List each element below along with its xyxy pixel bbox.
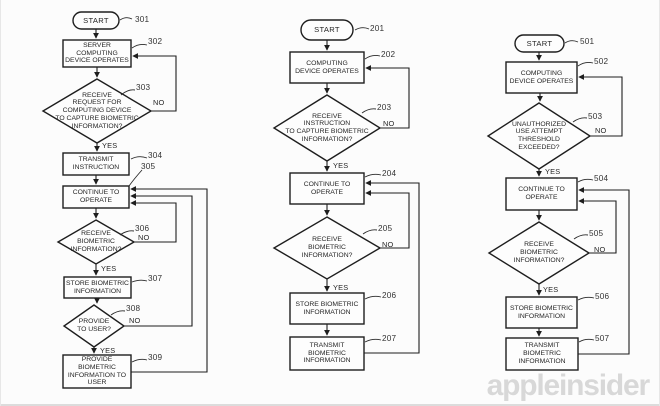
ref-leader-502 [577, 61, 594, 67]
ref-204: 204 [382, 169, 397, 178]
node-computing-operates: COMPUTING DEVICE OPERATES [295, 59, 359, 75]
start-label: START [83, 15, 109, 25]
ref-leader-307 [131, 279, 148, 283]
node-receive-biometric: RECEIVE BIOMETRIC INFORMATION? [301, 236, 353, 259]
no-branch-label: NO [153, 98, 165, 107]
return-loop-507 [578, 187, 630, 355]
ref-305: 305 [141, 162, 156, 171]
node-server-operates: SERVER COMPUTING DEVICE OPERATES [65, 41, 129, 65]
node-receive-biometric: RECEIVE BIOMETRIC INFORMATION? [70, 230, 122, 253]
ref-306: 306 [135, 224, 150, 233]
ref-308: 308 [126, 304, 141, 313]
yes-branch-label: YES [545, 167, 561, 176]
start-label: START [526, 38, 553, 48]
ref-304: 304 [148, 151, 163, 160]
node-transmit-biometric: TRANSMIT BIOMETRIC INFORMATION [303, 341, 351, 365]
ref-205: 205 [378, 224, 393, 233]
ref-leader-305 [128, 169, 143, 187]
return-loop-207 [364, 180, 420, 354]
ref-leader-304 [130, 156, 148, 160]
ref-504: 504 [594, 174, 609, 183]
node-store-biometric: STORE BIOMETRIC INFORMATION [295, 300, 359, 316]
start-label: START [314, 25, 340, 35]
ref-leader-506 [577, 296, 595, 301]
yes-branch-label: YES [100, 346, 116, 355]
ref-leader-301 [119, 17, 133, 21]
ref-507: 507 [595, 334, 610, 343]
node-threshold-exceeded: UNAUTHORIZED USE ATTEMPT THRESHOLD EXCEE… [512, 120, 566, 151]
node-continue-operate: CONTINUE TO OPERATE [518, 186, 565, 201]
ref-leader-206 [364, 295, 382, 300]
ref-leader-504 [577, 178, 594, 183]
no-branch-label: NO [595, 126, 607, 135]
yes-branch-label: YES [102, 141, 118, 150]
ref-leader-309 [131, 358, 148, 363]
yes-branch-label: YES [101, 264, 117, 273]
node-receive-biometric: RECEIVE BIOMETRIC INFORMATION? [513, 241, 565, 264]
no-branch-label: NO [383, 119, 395, 128]
node-computing-operates: COMPUTING DEVICE OPERATES [509, 69, 574, 85]
node-provide-info: PROVIDE BIOMETRIC INFORMATION TO USER [67, 356, 127, 387]
ref-207: 207 [382, 334, 397, 343]
ref-303: 303 [136, 83, 151, 92]
image-bottom-border [1, 404, 659, 406]
ref-leader-207 [364, 338, 382, 343]
ref-leader-201 [354, 27, 370, 31]
node-receive-request: RECEIVE REQUEST FOR COMPUTING DEVICE TO … [55, 91, 139, 130]
node-continue-operate: CONTINUE TO OPERATE [72, 189, 120, 204]
ref-505: 505 [589, 229, 604, 238]
ref-leader-204 [364, 173, 382, 178]
ref-leader-302 [131, 43, 148, 49]
ref-201: 201 [370, 24, 385, 33]
ref-leader-501 [564, 40, 579, 44]
node-transmit-instruction: TRANSMIT INSTRUCTION [72, 156, 120, 171]
ref-506: 506 [595, 292, 610, 301]
ref-206: 206 [382, 291, 397, 300]
ref-502: 502 [594, 57, 609, 66]
ref-501: 501 [580, 37, 595, 46]
no-branch-label: NO [594, 245, 606, 254]
node-continue-operate: CONTINUE TO OPERATE [303, 180, 351, 196]
appleinsider-watermark: appleinsider [486, 369, 651, 402]
no-branch-label: NO [382, 240, 394, 249]
node-transmit-biometric: TRANSMIT BIOMETRIC INFORMATION [518, 342, 566, 365]
no-branch-label: NO [138, 233, 150, 242]
node-provide-to-user: PROVIDE TO USER? [77, 318, 111, 333]
ref-leader-507 [578, 338, 595, 343]
node-store-biometric: STORE BIOMETRIC INFORMATION [66, 279, 129, 295]
ref-301: 301 [135, 15, 150, 24]
node-receive-instruction: RECEIVE INSTRUCTION TO CAPTURE BIOMETRIC… [285, 112, 369, 143]
ref-leader-202 [364, 54, 381, 60]
node-store-biometric: STORE BIOMETRIC INFORMATION [510, 304, 573, 320]
yes-branch-label: YES [333, 283, 349, 292]
ref-203: 203 [377, 103, 392, 112]
yes-branch-label: YES [543, 285, 559, 294]
yes-branch-label: YES [333, 161, 349, 170]
ref-503: 503 [588, 112, 603, 121]
ref-309: 309 [148, 353, 163, 362]
ref-202: 202 [381, 50, 396, 59]
ref-307: 307 [148, 274, 163, 283]
return-loop-309 [130, 186, 208, 373]
ref-302: 302 [148, 37, 163, 46]
no-branch-label: NO [129, 316, 141, 325]
